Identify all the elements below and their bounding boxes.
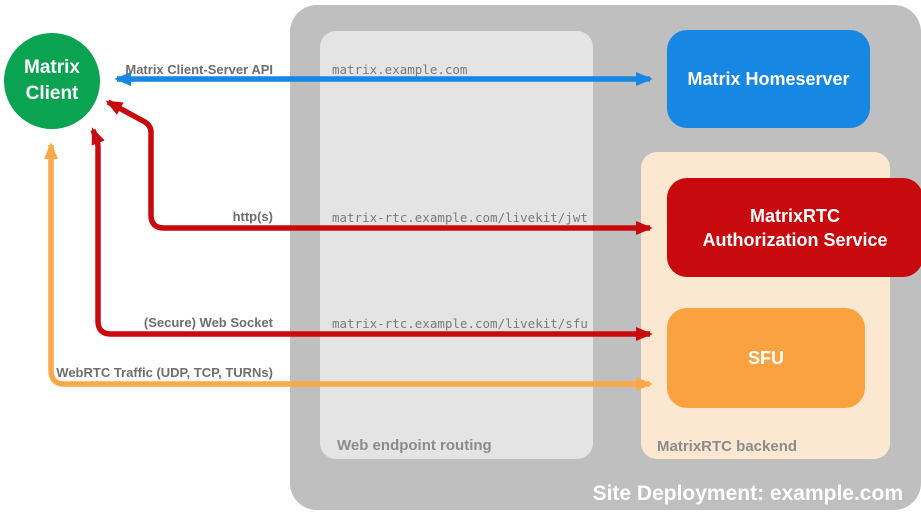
endpoint-matrix-example-com: matrix.example.com (332, 62, 468, 77)
sfu-label: SFU (748, 348, 784, 368)
matrixrtc-backend-caption: MatrixRTC backend (657, 438, 798, 455)
matrix-client-label-line1: Matrix (24, 57, 80, 78)
matrix-homeserver-node: Matrix Homeserver (667, 30, 870, 128)
endpoint-livekit-sfu: matrix-rtc.example.com/livekit/sfu (332, 316, 588, 331)
sfu-node: SFU (667, 308, 865, 408)
matrixrtc-authorization-service-label: MatrixRTC Authorization Service (702, 205, 888, 250)
websocket-arrow-label: (Secure) Web Socket (143, 315, 273, 330)
https-arrow-label: http(s) (232, 209, 273, 224)
matrix-homeserver-label: Matrix Homeserver (687, 69, 850, 89)
matrix-client-label-line2: Client (25, 83, 79, 104)
site-deployment-caption: Site Deployment: example.com (592, 482, 903, 505)
matrixrtc-authorization-service-node: MatrixRTC Authorization Service (667, 178, 921, 277)
web-endpoint-routing-caption: Web endpoint routing (337, 437, 492, 454)
endpoint-livekit-jwt: matrix-rtc.example.com/livekit/jwt (332, 210, 588, 225)
matrix-client-node: Matrix Client (4, 33, 100, 129)
client-server-api-arrow-label: Matrix Client-Server API (125, 62, 273, 77)
webrtc-traffic-arrow-label: WebRTC Traffic (UDP, TCP, TURNs) (56, 365, 273, 380)
